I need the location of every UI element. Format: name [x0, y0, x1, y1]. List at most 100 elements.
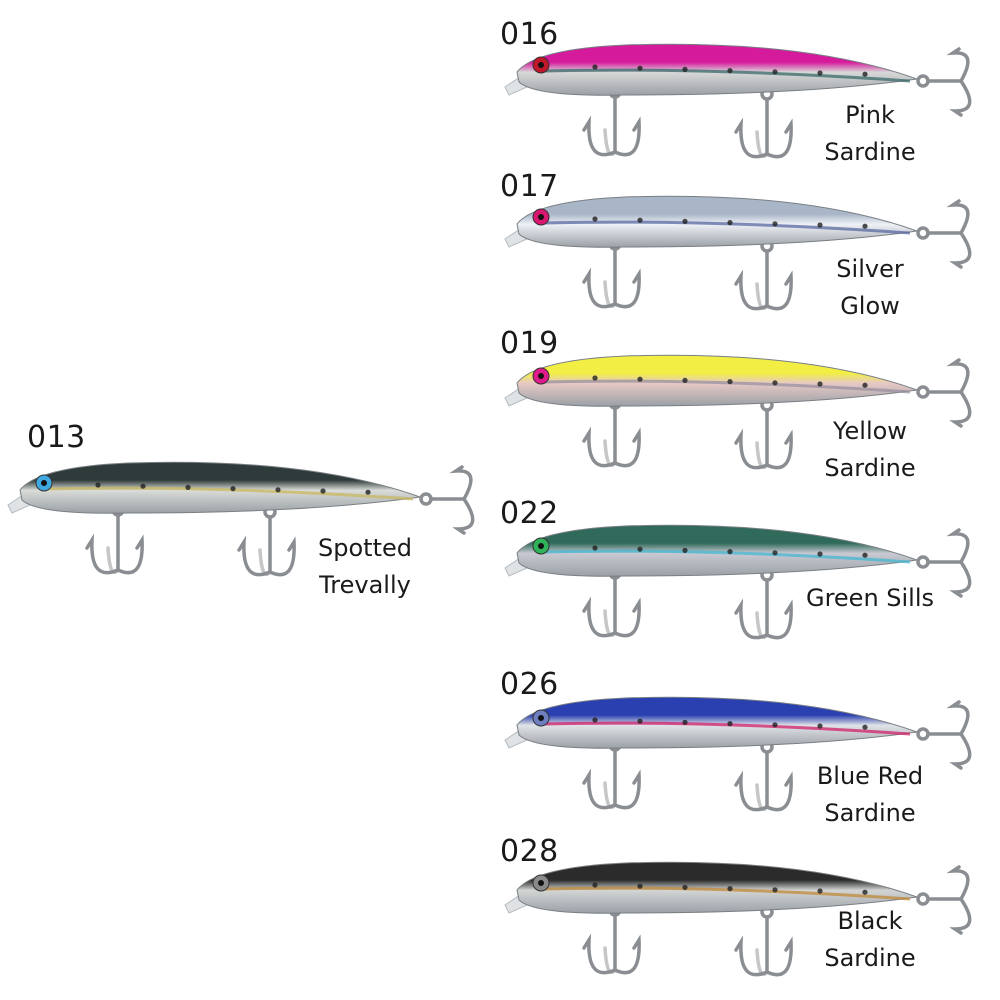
belly-hook-front: [582, 85, 641, 157]
body-spot: [727, 549, 733, 555]
body-spot: [682, 547, 688, 553]
body-spot: [817, 723, 823, 729]
lure-013-name: Spotted Trevally: [318, 534, 412, 599]
lure-026-code: 026: [500, 667, 559, 702]
lure-016-image: [504, 37, 995, 167]
body-spot: [862, 223, 868, 229]
belly-hook-front: [582, 237, 641, 309]
lure-028-image: [504, 855, 995, 985]
lateral-stripe: [544, 68, 911, 83]
body-spot: [772, 380, 778, 386]
body-spot: [682, 719, 688, 725]
body-spot: [637, 376, 643, 382]
lure-022-code: 022: [500, 496, 559, 531]
body-spot: [727, 721, 733, 727]
belly-hook-front: [85, 503, 144, 575]
body-spot: [637, 65, 643, 71]
body-spot: [140, 483, 146, 489]
belly-hook-front: [582, 396, 641, 468]
body-spot: [772, 887, 778, 893]
body-spot: [772, 69, 778, 75]
belly-hook-front: [582, 566, 641, 638]
lure-028-code: 028: [500, 834, 559, 869]
body-spot: [592, 717, 598, 723]
body-spot: [637, 718, 643, 724]
body-spot: [592, 375, 598, 381]
body-spot: [727, 886, 733, 892]
body-spot: [682, 218, 688, 224]
body-spot: [637, 546, 643, 552]
body-spot: [320, 488, 326, 494]
body-spot: [817, 551, 823, 557]
body-spot: [637, 217, 643, 223]
tail-hook: [916, 865, 972, 935]
tail-hook: [419, 465, 475, 535]
lure-019-image: [504, 348, 995, 478]
body-spot: [275, 487, 281, 493]
tail-hook: [916, 700, 972, 770]
tail-hook: [916, 358, 972, 428]
lateral-stripe: [544, 721, 911, 736]
lure-019-name: Yellow Sardine: [824, 417, 916, 482]
tail-hook: [916, 528, 972, 598]
belly-hook-rear: [734, 398, 793, 470]
belly-hook-rear: [734, 239, 793, 311]
body-spot: [772, 550, 778, 556]
body-spot: [727, 379, 733, 385]
lure-022-image: [504, 518, 995, 648]
lure-026-name: Blue Red Sardine: [816, 762, 924, 827]
lure-016-name: Pink Sardine: [824, 101, 916, 166]
lure-022-name: Green Sills: [805, 584, 935, 612]
body-spot: [637, 883, 643, 889]
body-spot: [592, 545, 598, 551]
body-spot: [817, 888, 823, 894]
lure-028-name: Black Sardine: [824, 907, 916, 972]
lure-body: [504, 43, 918, 96]
lure-body: [504, 195, 918, 248]
belly-hook-rear: [734, 87, 793, 159]
body-spot: [817, 70, 823, 76]
tail-hook: [916, 47, 972, 117]
lure-017-image: [504, 189, 995, 319]
body-spot: [230, 486, 236, 492]
body-spot: [95, 482, 101, 488]
belly-hook-rear: [734, 905, 793, 977]
body-spot: [727, 68, 733, 74]
lure-body: [504, 524, 918, 577]
body-spot: [592, 882, 598, 888]
body-spot: [862, 71, 868, 77]
body-spot: [592, 216, 598, 222]
lure-017-code: 017: [500, 169, 559, 204]
lure-body: [504, 354, 918, 407]
belly-hook-rear: [734, 740, 793, 812]
lateral-stripe: [47, 486, 414, 501]
lure-body: [7, 461, 421, 514]
belly-hook-front: [582, 903, 641, 975]
body-spot: [862, 382, 868, 388]
lure-019-code: 019: [500, 326, 559, 361]
body-spot: [862, 889, 868, 895]
body-spot: [592, 64, 598, 70]
body-spot: [772, 722, 778, 728]
body-spot: [682, 377, 688, 383]
body-spot: [365, 489, 371, 495]
body-spot: [817, 381, 823, 387]
lure-body: [504, 696, 918, 749]
lure-013-image: [7, 455, 498, 585]
lure-013-code: 013: [27, 420, 86, 455]
lateral-stripe: [544, 549, 911, 564]
belly-hook-rear: [237, 505, 296, 577]
body-spot: [772, 221, 778, 227]
lateral-stripe: [544, 886, 911, 901]
lure-body: [504, 861, 918, 914]
body-spot: [682, 884, 688, 890]
body-spot: [862, 552, 868, 558]
lateral-stripe: [544, 220, 911, 235]
belly-hook-rear: [734, 568, 793, 640]
belly-hook-front: [582, 738, 641, 810]
lure-016-code: 016: [500, 17, 559, 52]
body-spot: [185, 484, 191, 490]
body-spot: [727, 220, 733, 226]
lure-017-name: Silver Glow: [836, 255, 904, 320]
tail-hook: [916, 199, 972, 269]
